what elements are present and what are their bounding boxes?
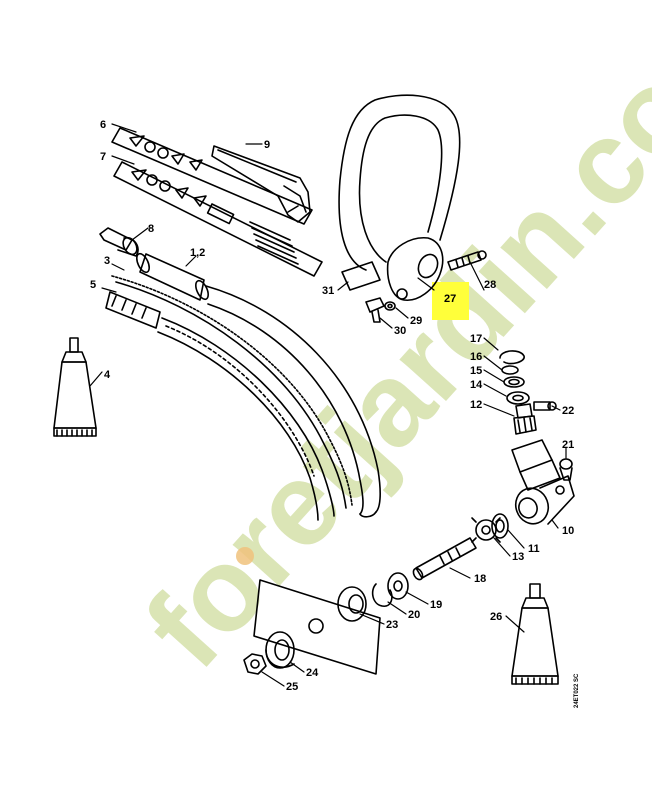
callout-10: 10 bbox=[562, 525, 574, 537]
callout-21: 21 bbox=[562, 439, 574, 451]
nut-25 bbox=[243, 653, 267, 675]
pinion-12 bbox=[513, 403, 537, 435]
drawing-code: 24ET022 SC bbox=[574, 673, 580, 708]
tube-1-2 bbox=[136, 252, 209, 301]
loop-handle bbox=[338, 94, 461, 301]
callout-17: 17 bbox=[470, 333, 482, 345]
grease-tube-26 bbox=[511, 583, 559, 685]
drive-shaft-3 bbox=[111, 275, 353, 509]
watermark-dot bbox=[236, 547, 254, 565]
ring-20 bbox=[371, 583, 393, 607]
callout-31: 31 bbox=[322, 285, 334, 297]
callouts: 1,2 3 4 5 6 7 8 9 10 11 12 13 14 15 16 1… bbox=[90, 119, 574, 693]
callout-8: 8 bbox=[148, 223, 154, 235]
callout-6: 6 bbox=[100, 119, 106, 131]
decal-7 bbox=[113, 161, 323, 277]
liner-5 bbox=[105, 291, 335, 521]
callout-19: 19 bbox=[430, 599, 442, 611]
callout-7: 7 bbox=[100, 151, 106, 163]
blade bbox=[253, 579, 381, 675]
bearing-15 bbox=[503, 376, 525, 388]
callout-20: 20 bbox=[408, 609, 420, 621]
bearing-11 bbox=[491, 513, 509, 539]
callout-5: 5 bbox=[90, 279, 96, 291]
thrust-washer-24 bbox=[265, 631, 295, 669]
bearing-19 bbox=[387, 572, 409, 600]
callout-1-2: 1,2 bbox=[190, 247, 205, 259]
wing-screw-30 bbox=[365, 297, 396, 323]
spindle-18 bbox=[412, 537, 477, 581]
gear-head-10 bbox=[511, 439, 575, 525]
callout-27: 27 bbox=[444, 293, 456, 305]
grip-8 bbox=[99, 227, 139, 257]
flex-tube bbox=[205, 285, 381, 518]
callout-30: 30 bbox=[394, 325, 406, 337]
callout-3: 3 bbox=[104, 255, 110, 267]
callout-12: 12 bbox=[470, 399, 482, 411]
callout-14: 14 bbox=[470, 379, 483, 391]
callout-26: 26 bbox=[490, 611, 502, 623]
callout-29: 29 bbox=[410, 315, 422, 327]
callout-23: 23 bbox=[386, 619, 398, 631]
snap-ring-17 bbox=[499, 350, 525, 365]
screw-21 bbox=[559, 458, 573, 481]
callout-15: 15 bbox=[470, 365, 482, 377]
callout-28: 28 bbox=[484, 279, 496, 291]
callout-16: 16 bbox=[470, 351, 482, 363]
watermark-text: foretjardin.com bbox=[120, 0, 652, 693]
callout-18: 18 bbox=[474, 573, 486, 585]
thrust-plate-23 bbox=[337, 586, 367, 622]
leader-lines bbox=[89, 123, 567, 687]
callout-24: 24 bbox=[306, 667, 319, 679]
highlight-box bbox=[432, 282, 469, 320]
callout-22: 22 bbox=[562, 405, 574, 417]
clamp-wedge bbox=[341, 261, 381, 291]
callout-4: 4 bbox=[104, 369, 111, 381]
callout-9: 9 bbox=[264, 139, 270, 151]
callout-13: 13 bbox=[512, 551, 524, 563]
callout-25: 25 bbox=[286, 681, 298, 693]
screw-28 bbox=[447, 250, 487, 271]
callout-11: 11 bbox=[528, 543, 540, 555]
gear-13 bbox=[471, 517, 501, 543]
decal-6 bbox=[111, 127, 313, 225]
watermark: foretjardin.com bbox=[120, 0, 652, 693]
bearing-14 bbox=[506, 391, 530, 405]
grease-tube-4 bbox=[53, 337, 97, 437]
screw-22 bbox=[533, 401, 557, 411]
